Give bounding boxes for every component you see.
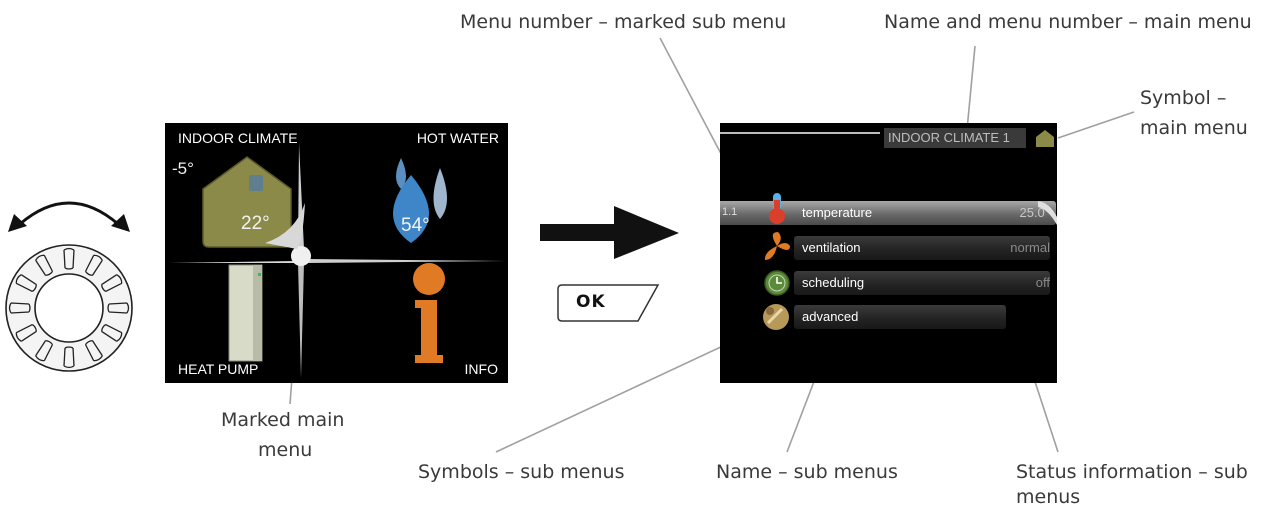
header-line — [720, 132, 880, 134]
fan-icon — [764, 232, 790, 260]
submenu-status: normal — [1010, 240, 1050, 255]
callout-menu-number: Menu number – marked sub menu — [460, 11, 787, 33]
outdoor-temp: -5° — [172, 159, 194, 178]
water-drops-icon — [393, 158, 447, 243]
sub-menu-screen: INDOOR CLIMATE 1 1.1 temperature 25.0° v… — [720, 123, 1057, 383]
submenu-name: ventilation — [802, 240, 861, 255]
clock-icon — [764, 270, 790, 296]
selection-curl-right — [1038, 201, 1057, 225]
row-bar — [794, 305, 1006, 329]
rotate-arrow — [8, 201, 130, 232]
control-knob — [5, 244, 133, 372]
selection-curl — [265, 203, 305, 249]
main-menu-symbol-house-icon — [1036, 130, 1054, 147]
callout-name-main: Name and menu number – main menu — [884, 11, 1252, 33]
main-menu-name: INDOOR CLIMATE 1 — [888, 130, 1010, 145]
selection-star — [169, 143, 505, 378]
leader-name-main — [966, 45, 976, 131]
transition-arrow — [540, 206, 679, 259]
submenu-status: 25.0° — [1019, 205, 1050, 220]
menu-label-info[interactable]: INFO — [464, 361, 498, 377]
menu-label-indoor-climate[interactable]: INDOOR CLIMATE — [178, 130, 298, 146]
header-box: INDOOR CLIMATE 1 — [884, 128, 1026, 148]
thermometer-icon — [769, 193, 785, 224]
submenu-row-advanced[interactable]: advanced — [763, 304, 1054, 330]
indoor-temp: 22° — [241, 213, 270, 234]
leader-symbol-main — [1057, 111, 1135, 139]
row-bar — [794, 236, 1050, 260]
callout-status-sub: Status information – sub menus — [1016, 461, 1248, 508]
menu-label-heat-pump[interactable]: HEAT PUMP — [178, 361, 259, 377]
callout-symbols-sub: Symbols – sub menus — [418, 461, 625, 483]
ok-button[interactable]: OK — [556, 283, 660, 323]
callout-symbol-main-2: main menu — [1140, 117, 1248, 139]
callout-marked-main-1: Marked main — [221, 409, 345, 431]
submenu-name: temperature — [802, 205, 873, 220]
submenu-row-scheduling[interactable]: scheduling off — [764, 270, 1054, 296]
callout-marked-main-2: menu — [258, 439, 313, 461]
main-menu-graphics — [169, 143, 505, 378]
submenu-row-ventilation[interactable]: ventilation normal — [764, 232, 1054, 260]
hot-water-temp: 54° — [401, 215, 430, 236]
callout-name-sub: Name – sub menus — [716, 461, 898, 483]
menu-number: 1.1 — [722, 206, 738, 218]
submenu-name: scheduling — [802, 275, 865, 290]
heat-pump-icon — [228, 264, 263, 362]
main-menu-screen: INDOOR CLIMATE HOT WATER HEAT PUMP INFO — [165, 123, 508, 383]
tools-icon — [763, 304, 789, 330]
submenu-row-temperature[interactable]: 1.1 temperature 25.0° — [720, 193, 1056, 225]
callout-symbol-main-1: Symbol – — [1140, 87, 1227, 109]
info-icon — [413, 263, 445, 363]
row-bar — [794, 271, 1050, 295]
ok-button-label: OK — [576, 292, 606, 312]
ok-button-shape — [557, 284, 660, 322]
submenu-status: off — [1035, 275, 1050, 290]
submenu-name: advanced — [802, 309, 859, 324]
menu-label-hot-water[interactable]: HOT WATER — [416, 130, 499, 146]
